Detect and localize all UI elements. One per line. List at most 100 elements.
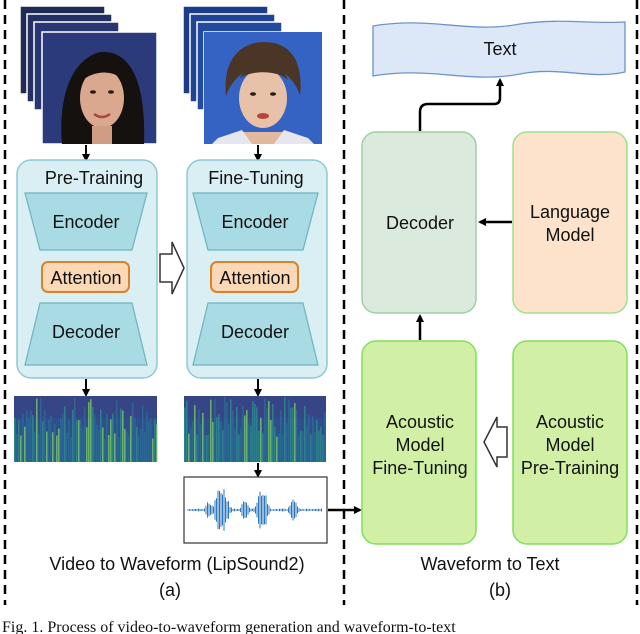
spectrogram-texture — [206, 435, 208, 462]
spectrogram-texture — [250, 425, 252, 462]
spectrogram-texture — [52, 432, 54, 462]
spectrogram-texture — [308, 415, 310, 462]
spectrogram-texture — [262, 432, 264, 462]
spectrogram-texture — [116, 400, 118, 462]
pretraining-title: Pre-Training — [45, 168, 143, 188]
spectrogram-texture — [76, 420, 78, 462]
spectrogram-texture — [264, 399, 266, 462]
woman-face-image — [61, 51, 145, 144]
spectrogram-texture — [208, 434, 210, 462]
spectrogram-texture — [292, 407, 294, 462]
acoustic-pretraining-label-line3: Pre-Training — [521, 458, 619, 478]
spectrogram-texture — [290, 407, 292, 462]
spectrogram-texture — [106, 413, 108, 462]
panel-b-label: (b) — [489, 580, 511, 600]
acoustic-pretraining-label-line1: Acoustic — [536, 412, 604, 432]
spectrogram-texture — [64, 406, 66, 462]
spectrogram-texture — [234, 428, 236, 462]
asr-decoder-label: Decoder — [386, 213, 454, 233]
acoustic-finetuning-label-line2: Model — [395, 435, 444, 455]
spectrogram-texture — [28, 417, 30, 462]
spectrogram-texture — [50, 415, 52, 462]
spectrogram-texture — [120, 408, 122, 462]
spectrogram-texture — [192, 421, 194, 462]
spectrogram-texture — [102, 427, 104, 462]
spectrogram-texture — [190, 428, 192, 462]
pretraining-encoder-label: Encoder — [52, 212, 119, 232]
spectrogram-texture — [38, 433, 40, 462]
spectrogram-texture — [232, 410, 234, 462]
spectrogram-texture — [210, 399, 212, 462]
spectrogram-texture — [186, 400, 188, 462]
pretraining-block: Pre-Training Encoder Attention Decoder — [16, 159, 158, 379]
spectrogram-texture — [184, 407, 186, 462]
spectrogram-texture — [320, 426, 322, 462]
spectrogram-texture — [84, 407, 86, 462]
spectrogram-texture — [224, 397, 226, 462]
spectrogram-texture — [110, 419, 112, 462]
spectrogram-texture — [322, 435, 324, 462]
spectrogram-texture — [154, 419, 156, 462]
spectrogram-texture — [324, 412, 326, 462]
spectrogram-texture — [246, 409, 248, 462]
spectrogram-texture — [312, 415, 314, 462]
spectrogram-texture — [156, 424, 158, 462]
spectrogram-texture — [74, 397, 76, 462]
anchor-face-image — [204, 32, 322, 144]
spectrogram-texture — [240, 428, 242, 462]
text-output-label: Text — [483, 39, 516, 59]
spectrogram-texture — [42, 420, 44, 462]
spectrogram-texture — [142, 404, 144, 462]
transfer-arrow-icon — [159, 241, 185, 295]
spectrogram-texture — [194, 405, 196, 462]
spectrogram-texture — [212, 422, 214, 462]
spectrogram-texture — [34, 431, 36, 462]
spectrogram-texture — [244, 415, 246, 462]
spectrogram-texture — [114, 433, 116, 462]
spectrogram-texture — [278, 433, 280, 462]
finetuning-attention-label: Attention — [219, 268, 290, 288]
spectrogram-texture — [86, 427, 88, 462]
spectrogram-texture — [144, 431, 146, 462]
language-model-block: Language Model — [512, 131, 628, 314]
spectrogram-texture — [306, 425, 308, 462]
spectrogram-texture — [260, 417, 262, 462]
spectrogram-texture — [218, 414, 220, 462]
spectrogram-texture — [128, 435, 130, 462]
text-output-block: Text — [372, 20, 626, 78]
panel-a-caption: Video to Waveform (LipSound2) — [49, 554, 304, 574]
spectrogram-texture — [20, 435, 22, 462]
spectrogram-texture — [32, 414, 34, 462]
spectrogram-texture — [274, 427, 276, 462]
spectrogram-texture — [280, 410, 282, 462]
spectrogram-texture — [44, 410, 46, 462]
spectrogram-texture — [302, 431, 304, 462]
spectrogram-texture — [16, 433, 18, 462]
spectrogram-texture — [126, 431, 128, 462]
language-model-label-line2: Model — [545, 225, 594, 245]
spectrogram-texture — [104, 438, 106, 462]
spectrogram-texture — [36, 398, 38, 462]
spectrogram-texture — [30, 410, 32, 462]
spectrogram-texture — [138, 436, 140, 462]
spectrogram-texture — [46, 431, 48, 462]
spectrogram-texture — [258, 430, 260, 462]
spectrogram-texture — [56, 435, 58, 462]
spectrogram-texture — [22, 413, 24, 462]
spectrogram-texture — [68, 419, 70, 462]
pretraining-spectrogram — [14, 396, 158, 462]
acoustic-finetuning-label-line3: Fine-Tuning — [372, 458, 467, 478]
spectrogram-texture — [314, 432, 316, 462]
spectrogram-texture — [226, 401, 228, 462]
spectrogram-texture — [230, 399, 232, 462]
spectrogram-texture — [54, 423, 56, 462]
spectrogram-texture — [298, 435, 300, 462]
spectrogram-texture — [150, 418, 152, 462]
acoustic-transfer-arrow-icon — [483, 416, 508, 468]
acoustic-finetuning-block: Acoustic Model Fine-Tuning — [361, 340, 477, 545]
spectrogram-texture — [236, 407, 238, 462]
finetuning-decoder-label: Decoder — [221, 322, 289, 342]
spectrogram-texture — [100, 409, 102, 462]
spectrogram-texture — [72, 409, 74, 462]
spectrogram-texture — [112, 413, 114, 462]
